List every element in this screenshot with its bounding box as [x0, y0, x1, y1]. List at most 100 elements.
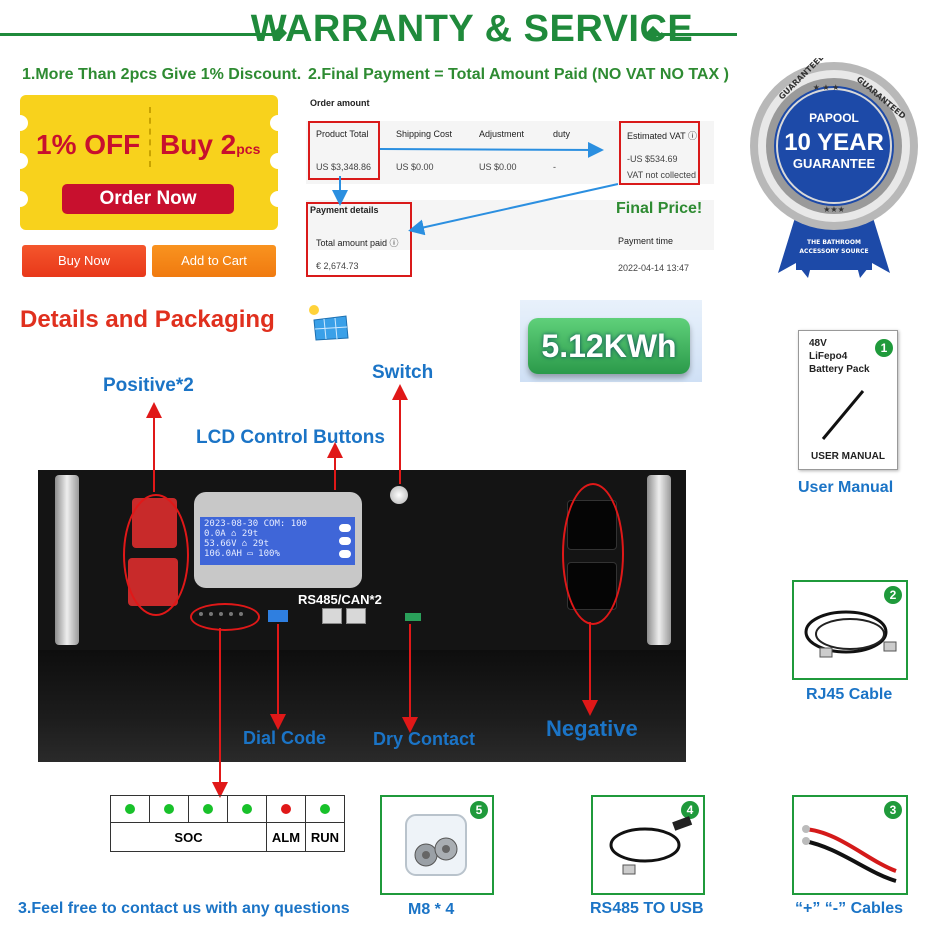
rs485-usb-label: RS485 TO USB [590, 900, 704, 917]
page-title: WARRANTY & SERVICE [250, 8, 694, 50]
lcd-button-2[interactable] [339, 537, 351, 545]
lcd-screen: 2023-08-30 COM: 100 0.0A ⌂ 29t 53.66V ⌂ … [200, 517, 355, 565]
discount-coupon: 1% OFF Buy 2pcs Order Now [12, 95, 286, 230]
led-cell-1 [110, 795, 150, 823]
contact-caption: 3.Feel free to contact us with any quest… [18, 900, 350, 917]
dry-contact-port[interactable] [405, 613, 421, 621]
rs485-usb-box: 4 [591, 795, 705, 895]
payment-arrows [332, 141, 619, 236]
rs485-port-2[interactable] [346, 608, 366, 624]
buy-now-button[interactable]: Buy Now [22, 245, 146, 277]
lcd-buttons-label: LCD Control Buttons [196, 427, 385, 448]
value-shipping: US $0.00 [396, 162, 434, 172]
order-now-button[interactable]: Order Now [62, 184, 234, 214]
highlight-total-paid [306, 202, 412, 277]
solar-panel-icon [309, 305, 349, 341]
buy-suffix: pcs [236, 141, 261, 157]
highlight-vat [619, 121, 700, 185]
manual-footer: USER MANUAL [811, 451, 885, 462]
value-product-total: US $3,348.86 [316, 162, 372, 172]
battery-body [38, 650, 686, 762]
power-switch[interactable] [390, 486, 408, 504]
value-vat: -US $534.69 [627, 154, 678, 164]
highlight-product-total [308, 121, 380, 180]
header-line-right [655, 33, 737, 36]
power-cables-icon [802, 825, 897, 883]
total-amount-label: Total amount paid ⓘ [316, 238, 399, 248]
left-handle [55, 475, 79, 645]
dial-code-label: Dial Code [243, 728, 327, 748]
manual-title: 48V LiFepo4 Battery Pack [809, 338, 870, 375]
lcd-button-3[interactable] [339, 550, 351, 558]
item-number-1: 1 [875, 339, 893, 357]
guarantee-badge: GUARANTEED GUARANTEED ★ ★ ★ PAPOOL 10 YE… [750, 58, 918, 278]
item-number-2: 2 [884, 586, 902, 604]
manual-line-icon [821, 390, 865, 440]
usb-cable-icon [609, 816, 693, 875]
rs485-label: RS485/CAN*2 [298, 592, 382, 607]
details-title: Details and Packaging [20, 306, 275, 333]
ribbon-line-1: THE BATHROOM [807, 239, 861, 246]
header-shipping: Shipping Cost [396, 129, 453, 139]
negative-ellipse [562, 483, 624, 625]
alm-led [281, 803, 291, 814]
payment-time-value: 2022-04-14 13:47 [618, 263, 690, 273]
vat-note: VAT not collected [627, 170, 697, 180]
svg-text:★★★: ★★★ [823, 205, 845, 214]
led-cell-2 [149, 795, 189, 823]
soc-led-2 [164, 803, 174, 814]
switch-label: Switch [372, 362, 434, 383]
order-table [306, 121, 714, 184]
user-manual-label: User Manual [798, 479, 894, 496]
order-amount-label: Order amount [310, 98, 370, 108]
value-duty: - [553, 162, 556, 172]
alm-label: ALM [266, 822, 306, 852]
header-product-total: Product Total [316, 129, 369, 139]
payment-details-label: Payment details [310, 205, 379, 215]
badge-years: 10 YEAR [784, 129, 884, 156]
final-price-label: Final Price! [616, 200, 703, 217]
discount-caption: 1.More Than 2pcs Give 1% Discount. [22, 66, 302, 83]
lcd-line-4: 106.0AH ▭ 100% [204, 549, 280, 559]
payment-time-label: Payment time [618, 236, 674, 246]
soc-indicator-table: SOC ALM RUN [110, 795, 345, 852]
user-manual-card: 1 48V LiFepo4 Battery Pack USER MANUAL [798, 330, 898, 470]
lcd-line-3: 53.66V ⌂ 29t [204, 539, 270, 549]
right-handle [647, 475, 671, 645]
bolts-icon [405, 814, 467, 876]
header-adjustment: Adjustment [479, 129, 525, 139]
badge-word: GUARANTEE [793, 156, 876, 171]
soc-led-3 [203, 803, 213, 814]
cables-box: 3 [792, 795, 908, 895]
dial-code-switch[interactable] [268, 610, 288, 622]
lcd-button-1[interactable] [339, 524, 351, 532]
negative-label: Negative [546, 716, 638, 741]
header-line-left [0, 33, 275, 36]
add-to-cart-button[interactable]: Add to Cart [152, 245, 276, 277]
rj45-box: 2 [792, 580, 908, 680]
led-cell-4 [227, 795, 267, 823]
badge-brand: PAPOOL [809, 111, 859, 125]
led-cell-3 [188, 795, 228, 823]
soc-label: SOC [110, 822, 267, 852]
rs485-port-1[interactable] [322, 608, 342, 624]
lcd-line-2: 0.0A ⌂ 29t [204, 529, 259, 539]
led-cell-run [305, 795, 345, 823]
coupon-divider [149, 107, 151, 167]
run-label: RUN [305, 822, 345, 852]
capacity-badge: 5.12KWh [528, 318, 690, 374]
dry-contact-label: Dry Contact [373, 729, 476, 749]
m8-box: 5 [380, 795, 494, 895]
rj45-cable-icon [804, 610, 897, 658]
item-number-3: 3 [884, 801, 902, 819]
run-led [320, 803, 330, 814]
led-cell-alm [266, 795, 306, 823]
soc-ellipse [190, 603, 260, 631]
buy-label: Buy 2 [160, 129, 237, 160]
m8-label: M8 * 4 [408, 901, 455, 918]
lcd-line-1: 2023-08-30 COM: 100 [204, 519, 307, 529]
cables-label: “+” “-” Cables [795, 900, 904, 917]
header-vat: Estimated VAT ⓘ [627, 131, 698, 141]
soc-led-1 [125, 803, 135, 814]
value-adjustment: US $0.00 [479, 162, 517, 172]
